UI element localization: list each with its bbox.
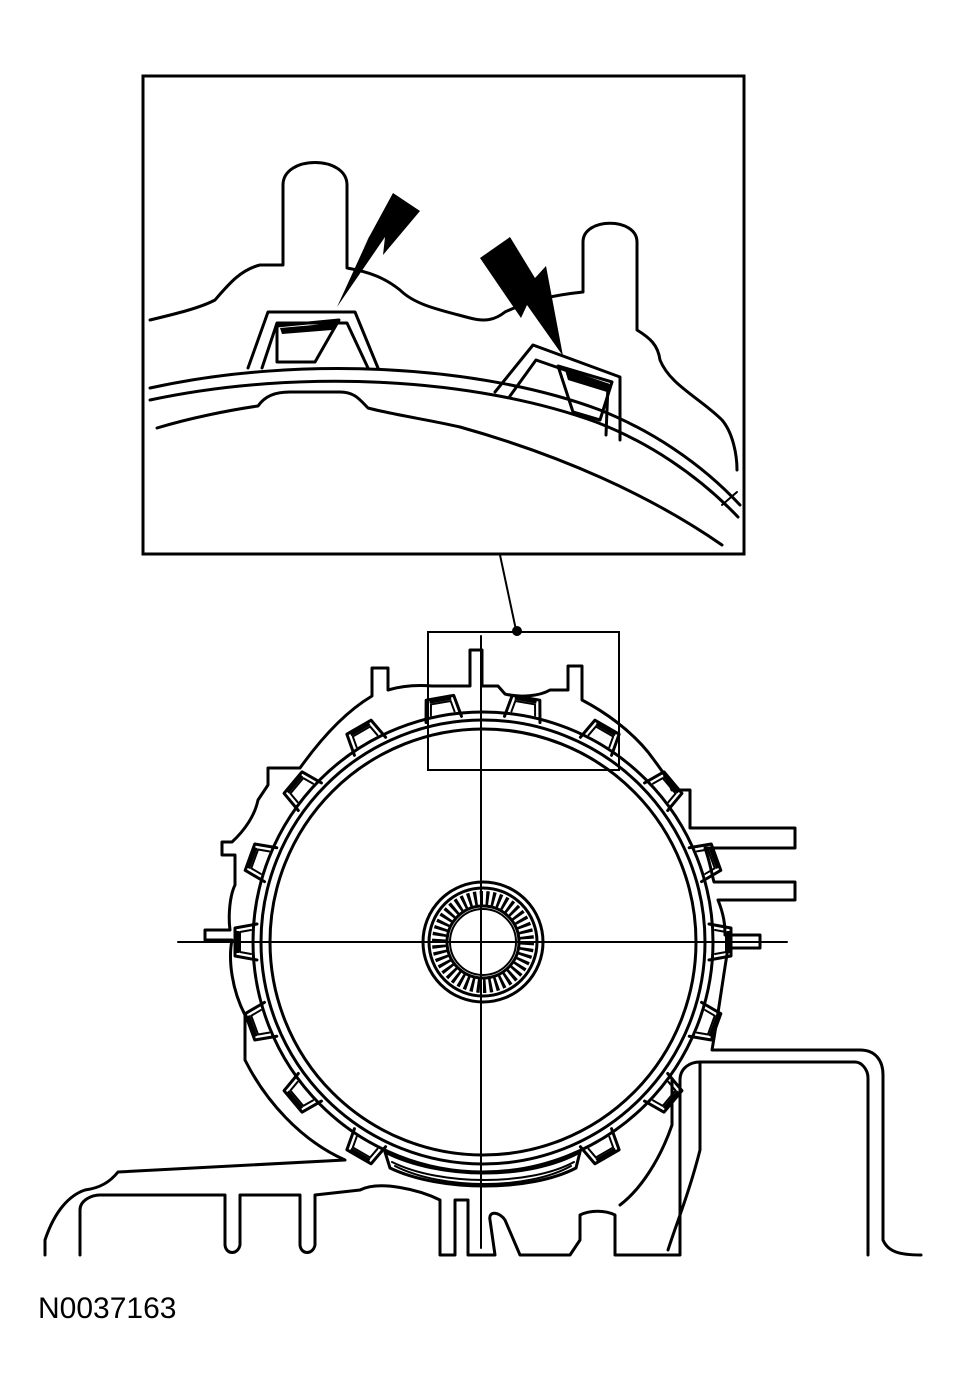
clutch-lug [424, 693, 463, 725]
clutch-lug [503, 693, 542, 725]
clutch-lug [345, 1127, 388, 1166]
lower-friction-segment [383, 1150, 582, 1188]
clutch-lug [345, 718, 388, 757]
clutch-lug [643, 770, 684, 813]
detail-ring-outer [148, 367, 742, 507]
case-outline [43, 648, 923, 1257]
detail-ring-second [148, 379, 740, 519]
detail-leader [499, 554, 522, 636]
main-view [43, 631, 923, 1257]
detail-inset [141, 74, 746, 556]
clutch-lug [243, 842, 279, 884]
detail-region-box [427, 631, 620, 771]
clutch-lug [243, 1000, 279, 1042]
case-inner-web [618, 1060, 702, 1252]
detail-right-lug [493, 343, 622, 442]
detail-ring-inner [155, 390, 724, 547]
callout-arrow-right-icon [480, 237, 563, 356]
detail-housing-outline [148, 161, 739, 472]
clutch-lug [578, 1127, 621, 1166]
case-ribs [78, 1060, 870, 1257]
clutch-lug [578, 718, 621, 757]
detail-frame [141, 74, 746, 556]
clutch-lug [687, 1000, 723, 1042]
detail-ring-edge-tick [721, 491, 738, 506]
callout-arrow-left-icon [337, 193, 420, 307]
clutch-lug [643, 1071, 684, 1114]
figure-id-label: N0037163 [38, 1292, 177, 1325]
clutch-lug [282, 770, 323, 813]
clutch-lug [282, 1071, 323, 1114]
detail-left-lug [246, 310, 380, 370]
clutch-lugs [233, 693, 733, 1166]
clutch-lug [687, 842, 723, 884]
